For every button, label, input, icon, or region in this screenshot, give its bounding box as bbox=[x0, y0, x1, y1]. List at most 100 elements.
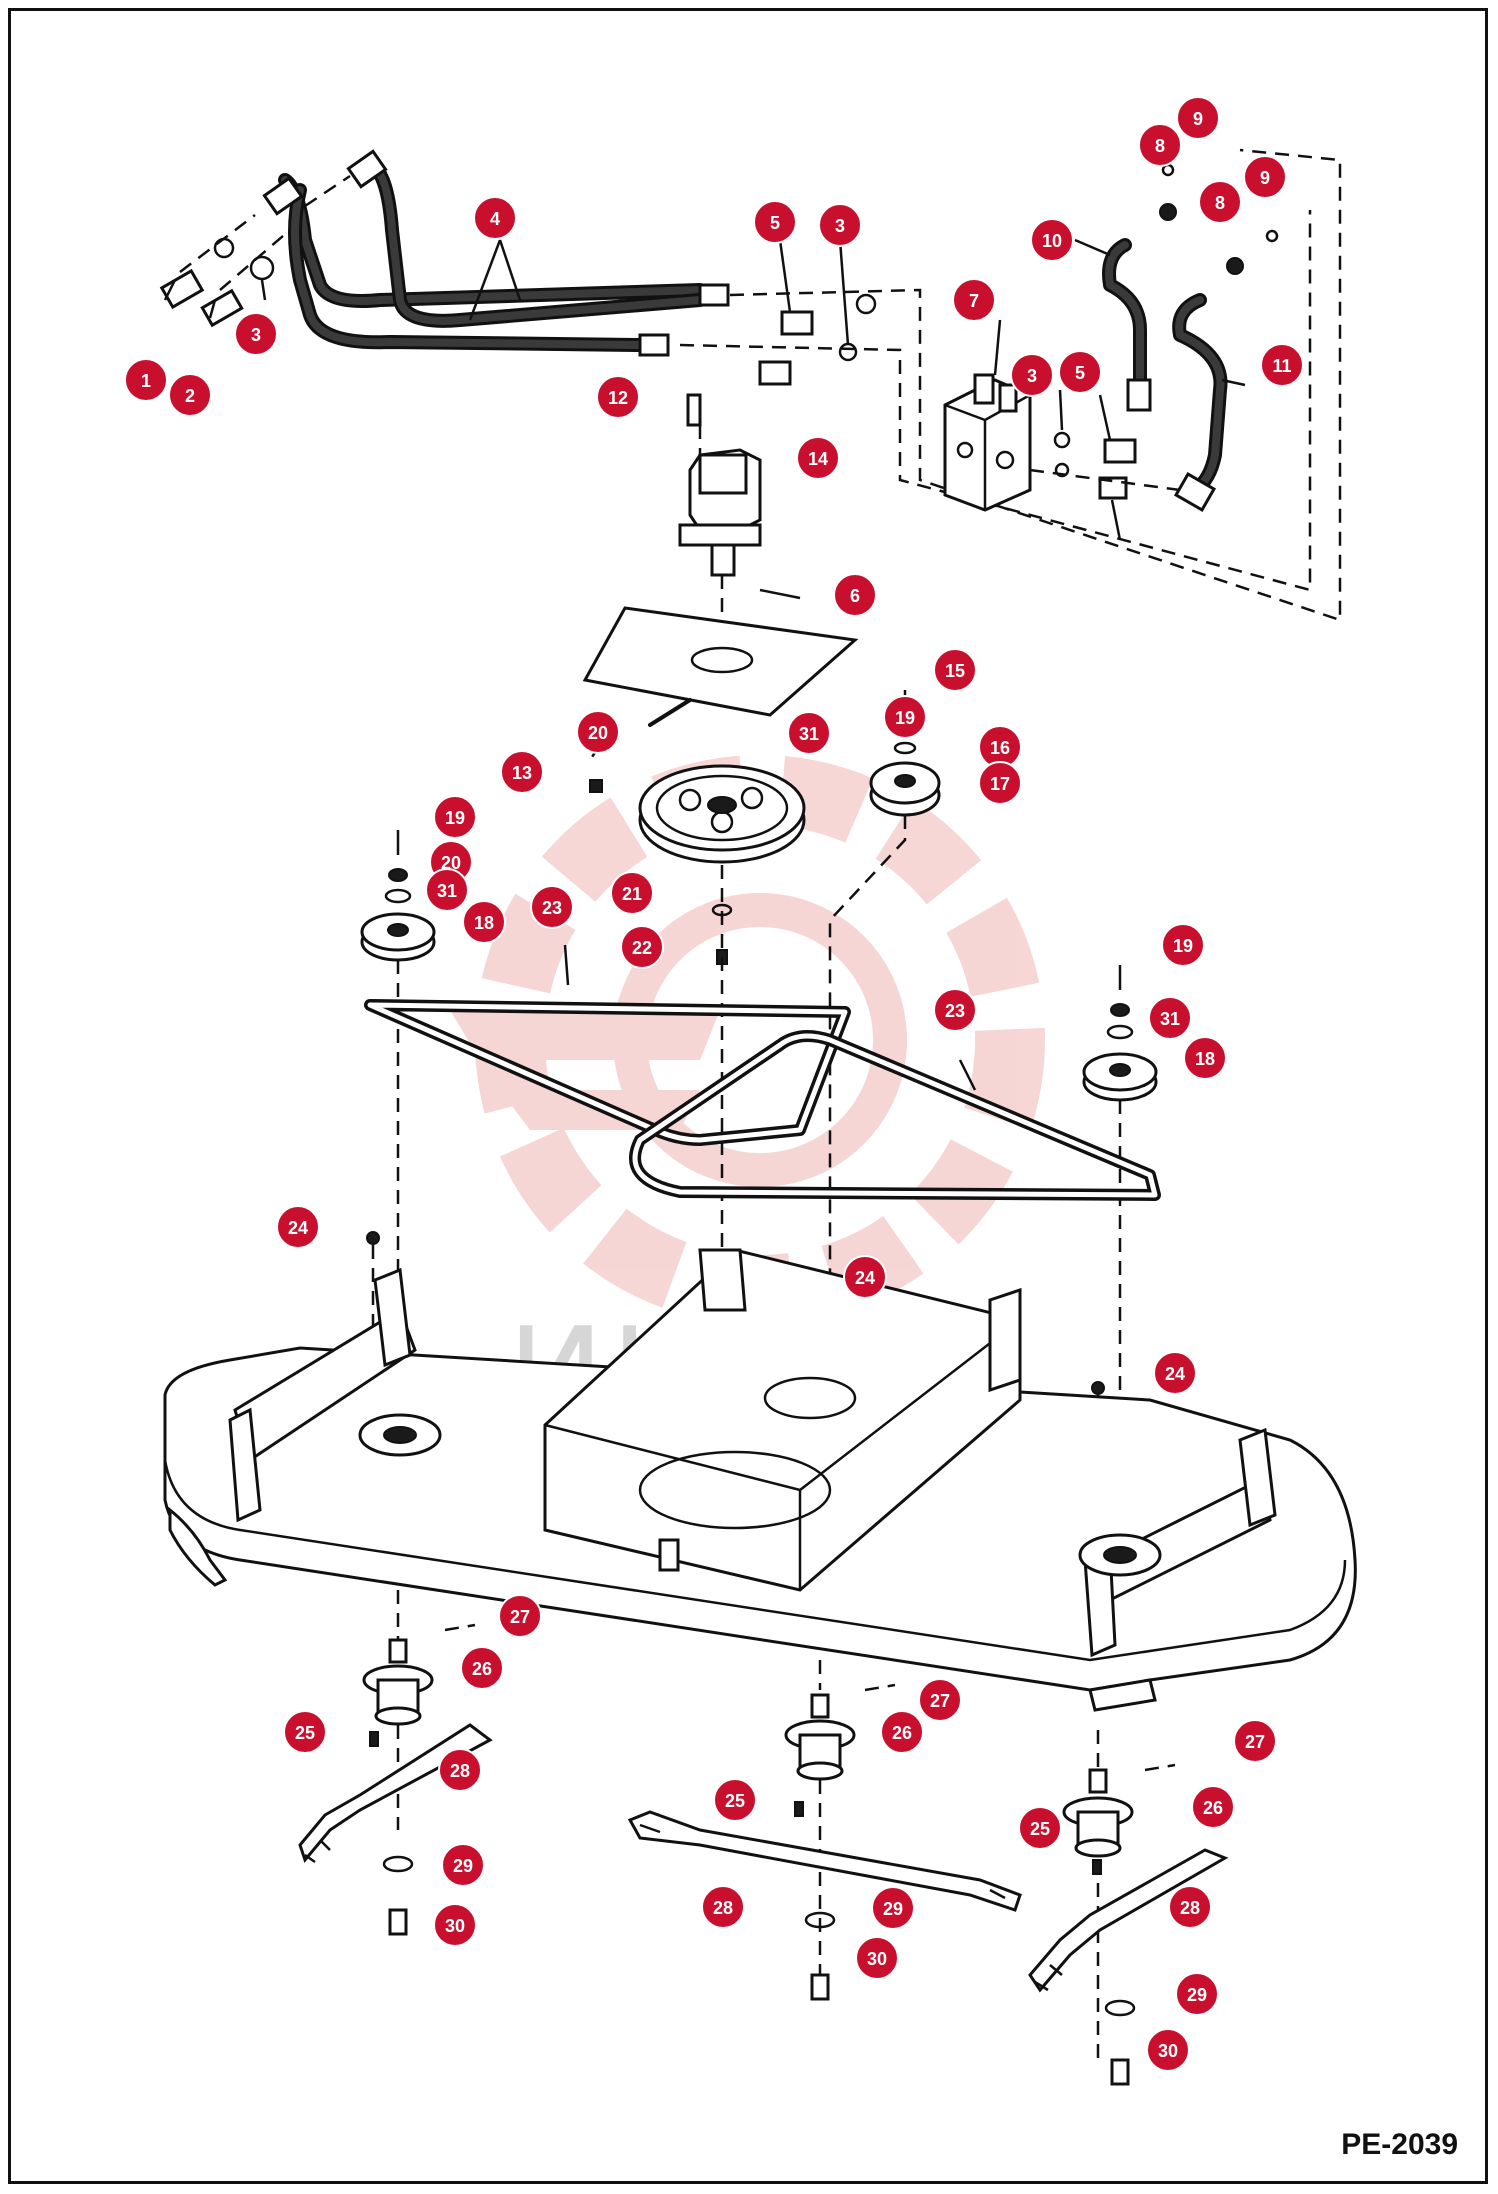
callout-label: 25 bbox=[725, 1791, 745, 1811]
callout-label: 3 bbox=[251, 325, 261, 345]
callout-badge-13: 13 bbox=[500, 750, 544, 794]
callout-badge-30: 30 bbox=[433, 1903, 477, 1947]
callout-badge-17: 17 bbox=[978, 761, 1022, 805]
watermark-gear-icon bbox=[450, 755, 1045, 1325]
callout-badge-23: 23 bbox=[933, 988, 977, 1032]
callout-badge-3: 3 bbox=[234, 312, 278, 356]
callout-label: 29 bbox=[453, 1856, 473, 1876]
hose-assembly-right bbox=[1029, 163, 1279, 512]
callout-label: 24 bbox=[288, 1218, 308, 1238]
callout-label: 21 bbox=[622, 884, 642, 904]
callout-label: 19 bbox=[895, 708, 915, 728]
callout-badge-26: 26 bbox=[460, 1646, 504, 1690]
callout-badge-24: 24 bbox=[1153, 1351, 1197, 1395]
callout-label: 25 bbox=[1030, 1819, 1050, 1839]
callout-badge-14: 14 bbox=[796, 436, 840, 480]
spindle-right bbox=[1062, 1730, 1176, 2060]
callout-badge-28: 28 bbox=[701, 1885, 745, 1929]
callout-label: 28 bbox=[450, 1761, 470, 1781]
callout-badge-23: 23 bbox=[530, 885, 574, 929]
callout-badge-25: 25 bbox=[283, 1710, 327, 1754]
callout-badge-21: 21 bbox=[610, 871, 654, 915]
callout-label: 15 bbox=[945, 661, 965, 681]
fittings-left bbox=[159, 174, 351, 328]
callout-label: 2 bbox=[185, 386, 195, 406]
callout-label: 27 bbox=[930, 1691, 950, 1711]
blade-right bbox=[1028, 1848, 1229, 2086]
callout-label: 25 bbox=[295, 1723, 315, 1743]
callout-badge-27: 27 bbox=[498, 1594, 542, 1638]
callout-badge-27: 27 bbox=[1233, 1719, 1277, 1763]
callout-badge-24: 24 bbox=[843, 1255, 887, 1299]
callout-badge-15: 15 bbox=[933, 648, 977, 692]
callout-label: 8 bbox=[1215, 193, 1225, 213]
callout-label: 31 bbox=[799, 724, 819, 744]
callout-label: 8 bbox=[1155, 136, 1165, 156]
callout-label: 20 bbox=[588, 723, 608, 743]
callout-label: 27 bbox=[510, 1607, 530, 1627]
callout-badge-3: 3 bbox=[818, 203, 862, 247]
drive-belts bbox=[364, 944, 1161, 1201]
callout-badge-4: 4 bbox=[473, 196, 517, 240]
callout-badge-2: 2 bbox=[168, 373, 212, 417]
callout-badge-5: 5 bbox=[753, 200, 797, 244]
blade-center bbox=[627, 1810, 1022, 2001]
callout-badge-9: 9 bbox=[1176, 96, 1220, 140]
callout-label: 5 bbox=[1075, 363, 1085, 383]
callout-label: 4 bbox=[490, 209, 500, 229]
callout-label: 24 bbox=[855, 1268, 875, 1288]
callout-label: 30 bbox=[445, 1916, 465, 1936]
callout-label: 23 bbox=[945, 1001, 965, 1021]
callout-label: 9 bbox=[1260, 168, 1270, 188]
fittings-middle bbox=[679, 148, 1342, 622]
callout-badge-8: 8 bbox=[1138, 123, 1182, 167]
callout-badge-25: 25 bbox=[713, 1778, 757, 1822]
callout-label: 18 bbox=[474, 913, 494, 933]
callout-badge-28: 28 bbox=[438, 1748, 482, 1792]
callout-badge-28: 28 bbox=[1168, 1885, 1212, 1929]
callout-badge-30: 30 bbox=[1146, 2028, 1190, 2072]
callout-label: 28 bbox=[1180, 1898, 1200, 1918]
callout-label: 5 bbox=[770, 213, 780, 233]
callout-label: 6 bbox=[850, 586, 860, 606]
callout-label: 29 bbox=[883, 1899, 903, 1919]
callout-label: 12 bbox=[608, 388, 628, 408]
callout-label: 19 bbox=[445, 808, 465, 828]
callout-badge-19: 19 bbox=[883, 695, 927, 739]
callout-badge-5: 5 bbox=[1058, 350, 1102, 394]
callout-badge-26: 26 bbox=[1191, 1785, 1235, 1829]
callout-badge-9: 9 bbox=[1243, 155, 1287, 199]
spindle-left bbox=[362, 1590, 476, 1830]
callout-badge-12: 12 bbox=[596, 375, 640, 419]
callout-label: 30 bbox=[867, 1949, 887, 1969]
callout-label: 13 bbox=[512, 763, 532, 783]
callout-label: 14 bbox=[808, 449, 828, 469]
callout-badge-22: 22 bbox=[620, 925, 664, 969]
callout-label: 7 bbox=[969, 291, 979, 311]
callout-label: 10 bbox=[1042, 231, 1062, 251]
page-frame bbox=[8, 8, 1488, 2184]
callout-label: 3 bbox=[835, 216, 845, 236]
callout-badge-19: 19 bbox=[433, 795, 477, 839]
figure-code: PE-2039 bbox=[1341, 2128, 1458, 2161]
callout-label: 18 bbox=[1195, 1049, 1215, 1069]
callout-label: 23 bbox=[542, 898, 562, 918]
callout-badge-10: 10 bbox=[1030, 218, 1074, 262]
callout-label: 31 bbox=[437, 881, 457, 901]
mounting-plate bbox=[582, 606, 859, 793]
callout-badge-11: 11 bbox=[1260, 343, 1304, 387]
callout-badge-18: 18 bbox=[462, 900, 506, 944]
callout-badge-3: 3 bbox=[1010, 353, 1054, 397]
callout-badge-8: 8 bbox=[1198, 180, 1242, 224]
idler-pulley-18-left bbox=[360, 830, 436, 1420]
callout-label: 29 bbox=[1187, 1985, 1207, 2005]
callout-badge-29: 29 bbox=[441, 1843, 485, 1887]
callout-badge-25: 25 bbox=[1018, 1806, 1062, 1850]
control-valve bbox=[943, 319, 1032, 512]
hose-assembly-left bbox=[262, 149, 730, 357]
callout-badge-20: 20 bbox=[576, 710, 620, 754]
callout-badge-30: 30 bbox=[855, 1936, 899, 1980]
callout-label: 17 bbox=[990, 774, 1010, 794]
